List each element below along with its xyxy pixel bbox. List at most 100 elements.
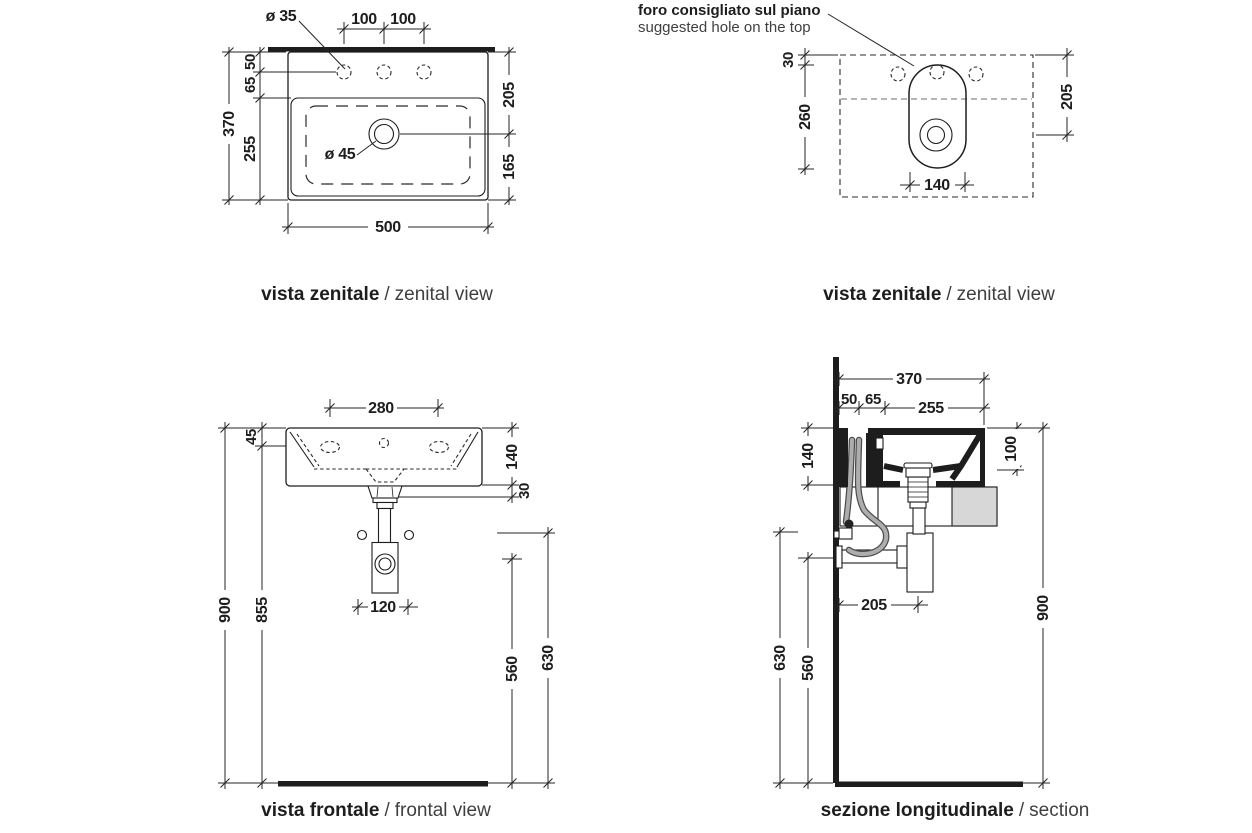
view-title: vista frontale/frontal view — [261, 800, 491, 821]
faucet-hole-right — [416, 64, 432, 80]
dim-label-140: 140 — [800, 443, 817, 469]
wall-screw-right — [403, 529, 415, 541]
ceramic-back-wall — [839, 428, 848, 487]
label-mask — [366, 400, 397, 416]
trap-inlet-inner — [378, 557, 392, 571]
dim-label-560: 560 — [504, 656, 521, 682]
faucet-hole-left — [336, 64, 352, 80]
tailpipe — [912, 507, 926, 535]
nut-hatch — [376, 486, 379, 498]
label-mask — [800, 436, 817, 476]
dim-label-100-left: 100 — [351, 11, 377, 28]
drain-nut — [367, 485, 403, 499]
floor-bar — [835, 781, 1023, 787]
dim-label-560: 560 — [800, 655, 817, 681]
drain-inner — [926, 125, 946, 145]
view-title-sub: section — [1029, 800, 1089, 821]
label-mask — [220, 104, 238, 144]
label-mask — [500, 147, 518, 187]
drain-inner — [373, 123, 395, 145]
trap-body — [371, 541, 399, 594]
view-title-sub: zenital view — [395, 284, 493, 305]
label-mask — [772, 638, 789, 678]
dim-label-370: 370 — [221, 111, 238, 137]
bowl-outline — [290, 97, 486, 197]
view-title-sub: frontal view — [395, 800, 491, 821]
label-mask — [915, 400, 948, 416]
leader-drain-diameter — [356, 140, 377, 156]
label-mask — [800, 648, 817, 688]
dim-label-50: 50 — [841, 391, 857, 408]
label-mask — [217, 590, 234, 630]
view-title: sezione longitudinale/section — [821, 800, 1090, 821]
dim-label-630: 630 — [540, 645, 557, 671]
dim-label-900: 900 — [1035, 595, 1052, 621]
dim-label-165: 165 — [501, 154, 518, 180]
drain-recess-dashed — [364, 468, 406, 483]
view-section: 370 50 65 255 140 100 — [772, 357, 1089, 821]
pipe-flange — [909, 501, 927, 509]
bowl-floor-right — [932, 463, 962, 473]
rim-slant-right — [456, 431, 479, 468]
faucet-hole-center — [376, 64, 392, 80]
dim-label-255: 255 — [242, 136, 259, 162]
view-zenital-right: foro consigliato sul piano suggested hol… — [638, 2, 1076, 305]
dim-label-100: 100 — [1003, 436, 1020, 462]
countertop-dashed-outline — [839, 54, 1034, 198]
dim-label-205: 205 — [501, 82, 518, 108]
view-title-divider: / — [946, 284, 952, 305]
label-mask — [504, 437, 521, 477]
drain-dome — [903, 462, 933, 469]
label-mask — [858, 597, 891, 613]
valve-wall-stub — [833, 530, 840, 539]
dim-label-45: 45 — [243, 429, 260, 445]
support-bracket — [951, 486, 998, 527]
dim-label-faucet-diameter: ø 35 — [266, 8, 297, 25]
dim-label-500: 500 — [375, 219, 401, 236]
faucet-hole-right — [968, 66, 984, 82]
dim-label-30: 30 — [780, 52, 797, 68]
suggested-hole-outline — [908, 64, 967, 169]
wall-pipe-flange — [835, 545, 843, 569]
rim-slant-left-inner — [296, 433, 320, 467]
dim-label-900: 900 — [217, 597, 234, 623]
label-mask — [500, 75, 518, 115]
dim-label-140: 140 — [504, 444, 521, 470]
dim-label-260: 260 — [797, 104, 814, 130]
faucet-hole-center — [929, 64, 945, 80]
drain-outer — [919, 118, 953, 152]
view-title-sub: zenital view — [957, 284, 1055, 305]
dim-label-100-right: 100 — [390, 11, 416, 28]
dim-label-205: 205 — [861, 597, 887, 614]
nut-hatch — [391, 486, 394, 498]
view-title-main: vista zenitale — [823, 284, 941, 305]
label-mask — [1035, 588, 1052, 628]
bowl-inner-slope — [949, 431, 984, 481]
trap-inlet-flange — [896, 545, 908, 569]
ceramic-deck — [868, 428, 985, 435]
dim-label-280: 280 — [368, 400, 394, 417]
view-title-main: vista zenitale — [261, 284, 379, 305]
leader-suggested-hole — [827, 13, 915, 67]
wall-bar — [268, 47, 495, 52]
faucet-hole-center — [378, 437, 390, 449]
drain-joint — [376, 501, 394, 510]
dim-label-65: 65 — [865, 391, 881, 408]
faucet-hole-left — [890, 66, 906, 82]
view-title: vista zenitale/zenital view — [261, 284, 493, 305]
dim-label-630: 630 — [772, 645, 789, 671]
ceramic-front-edge — [980, 428, 985, 483]
wall-bar — [833, 357, 839, 783]
dim-label-855: 855 — [254, 597, 271, 623]
view-title: vista zenitale/zenital view — [823, 284, 1055, 305]
view-title-divider: / — [384, 284, 390, 305]
label-mask — [893, 371, 926, 387]
dim-label-30: 30 — [516, 483, 533, 499]
drain-flange — [372, 497, 398, 504]
hose-left — [844, 438, 854, 524]
threaded-tailpiece — [907, 476, 929, 503]
bowl-floor-left — [883, 463, 904, 473]
label-mask — [368, 219, 408, 236]
view-title-main: sezione longitudinale — [821, 800, 1014, 821]
